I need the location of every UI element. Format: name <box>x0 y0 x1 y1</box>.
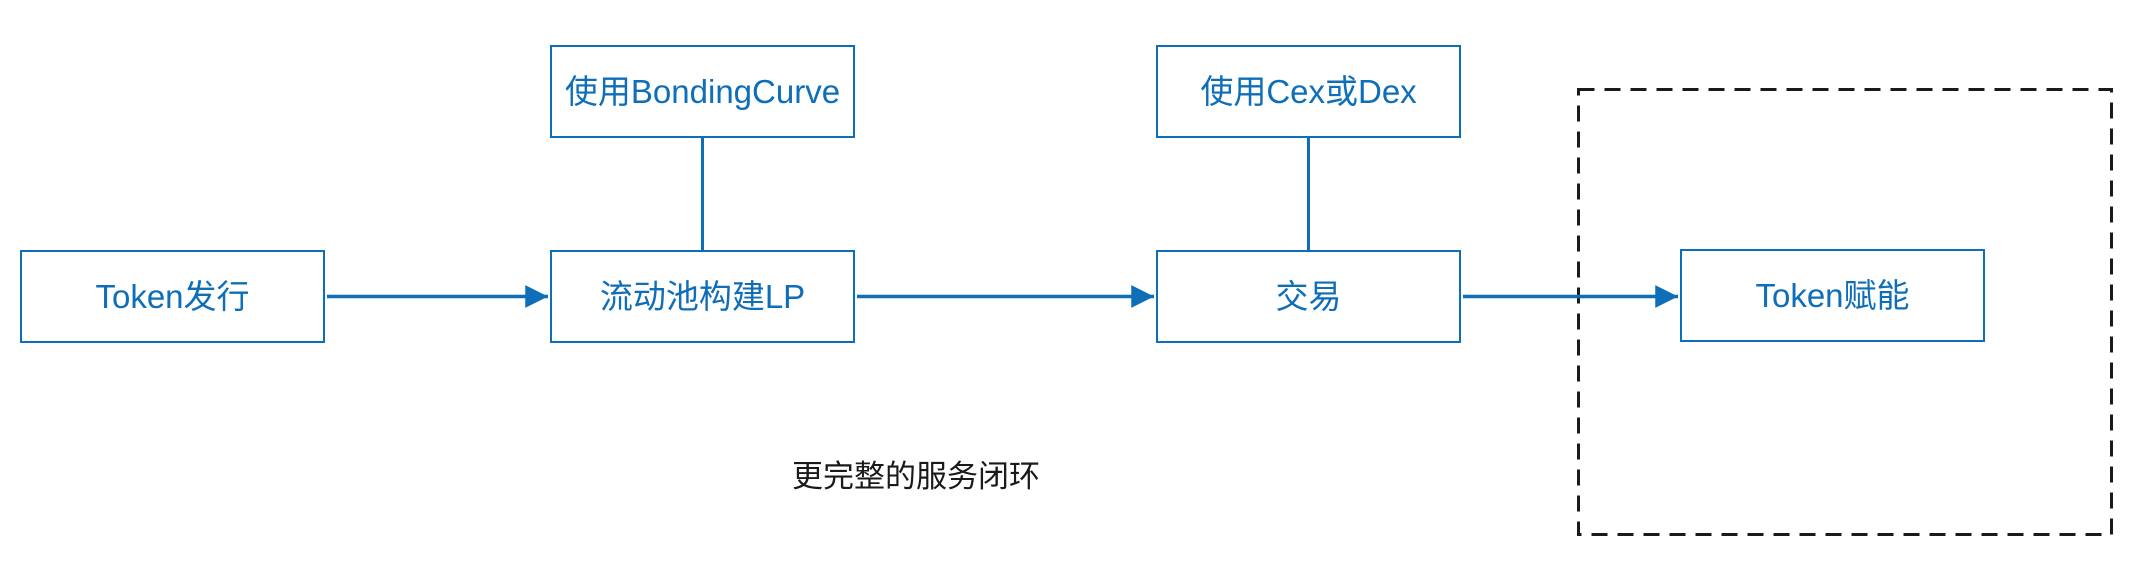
node-label: 使用BondingCurve <box>564 73 841 110</box>
node-cex-or-dex: 使用Cex或Dex <box>1156 45 1461 138</box>
node-liquidity-pool-lp: 流动池构建LP <box>550 250 855 343</box>
node-token-empowerment: Token赋能 <box>1680 249 1985 342</box>
node-token-issuance: Token发行 <box>20 250 325 343</box>
node-bonding-curve: 使用BondingCurve <box>550 45 855 138</box>
node-label: Token发行 <box>95 278 250 315</box>
node-label: 使用Cex或Dex <box>1200 73 1417 110</box>
node-label: 交易 <box>1275 278 1342 315</box>
diagram-caption: 更完整的服务闭环 <box>792 459 1040 494</box>
dashed-group-border <box>1577 88 2113 536</box>
node-trading: 交易 <box>1156 250 1461 343</box>
node-label: Token赋能 <box>1755 277 1910 314</box>
node-label: 流动池构建LP <box>599 278 806 315</box>
